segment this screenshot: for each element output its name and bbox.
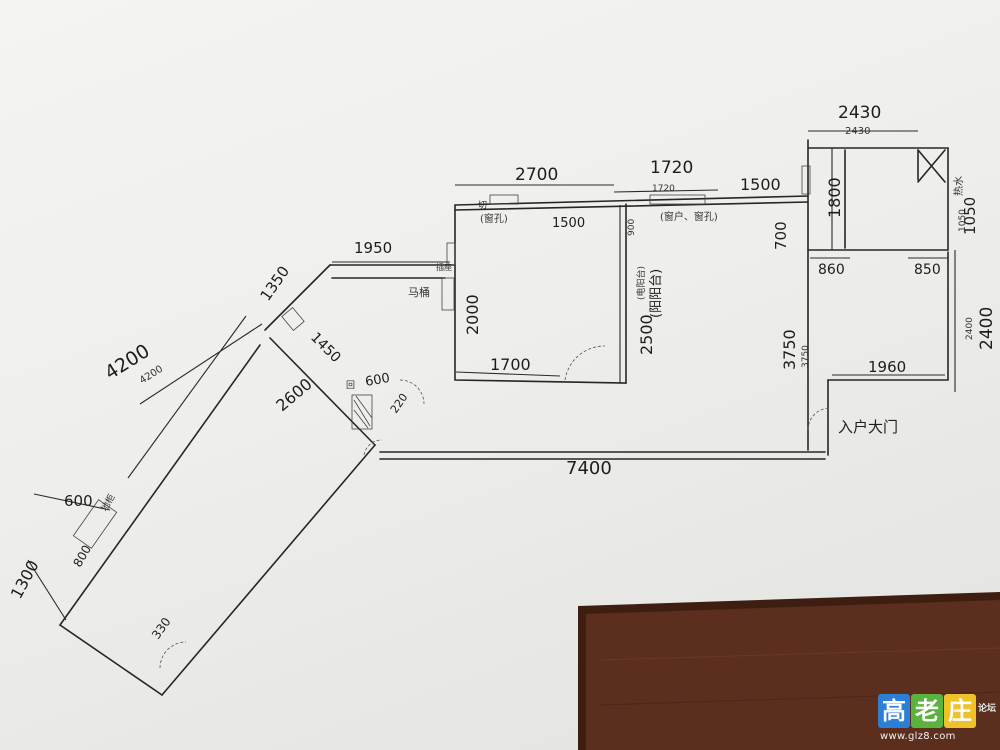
dim-2430: 2430 [838,103,881,123]
doors [159,345,831,669]
fixtures [72,165,811,549]
label-tag1: 切 [478,200,487,211]
room-labels: (窗孔) (窗户、窗孔) (电阳台) (阳阳台) 入户大门 热水 马桶 切 地柜… [98,176,965,514]
dim-7400: 7400 [566,458,612,479]
label-tag4: 回 [346,380,355,391]
dim-4200-small: 4200 [138,364,165,387]
dim-700: 700 [772,221,790,250]
watermark-suffix: 论坛 [978,704,997,714]
dim-220: 220 [388,391,411,416]
label-balcony-note: (电阳台) [635,266,647,300]
dim-1050: 1050 [961,197,979,235]
dim-800: 800 [70,543,94,570]
label-balcony: (阳阳台) [649,269,664,318]
dim-2430-small: 2430 [845,126,870,137]
dim-1950: 1950 [354,239,392,257]
label-heater: 热水 [952,176,965,196]
label-toilet: 马桶 [408,285,430,299]
dim-1450: 1450 [307,330,344,367]
watermark-glyph-3: 庄 [944,694,976,728]
label-window-mid: (窗户、窗孔) [660,210,718,223]
dim-1720: 1720 [650,158,693,178]
dim-2000: 2000 [463,294,482,335]
dim-860: 860 [818,262,845,278]
dim-3750: 3750 [780,329,799,370]
dim-2600: 2600 [272,374,315,415]
watermark-url: www.glz8.com [880,731,956,742]
dim-1500-top: 1500 [740,175,781,194]
label-window-left: (窗孔) [480,212,508,225]
label-tag3: 插座 [436,262,452,272]
watermark-glyph-2: 老 [911,694,943,728]
dim-3750-small: 3750 [801,345,811,368]
watermark-glyph-1: 高 [878,694,910,728]
watermark-logo: 高 老 庄 论坛 www.glz8.com [878,694,998,746]
dimension-lines [27,130,956,621]
walls [59,139,949,696]
label-entrance: 入户大门 [838,418,898,436]
dimension-numbers: 2430 2430 2700 1720 1720 1500 1500 1800 … [7,103,997,642]
dim-2500: 2500 [637,314,656,355]
dim-600-left: 600 [64,492,93,510]
dim-330: 330 [149,615,174,642]
dim-1050-small: 1050 [958,209,968,232]
dim-1500-mid: 1500 [552,216,585,231]
dim-1960: 1960 [868,358,906,376]
dim-1300: 1300 [7,557,43,602]
dim-2400-small: 2400 [965,317,975,340]
dim-900: 900 [627,219,637,236]
dim-600-right: 600 [364,371,391,390]
dim-2700: 2700 [515,165,558,185]
dim-850: 850 [914,262,941,278]
dim-1700: 1700 [490,355,531,374]
dim-1800: 1800 [825,177,844,218]
dim-1720-small: 1720 [652,184,675,194]
label-tag2: 地柜 [98,492,117,514]
dim-1350: 1350 [257,263,294,305]
dim-2400: 2400 [977,307,997,350]
